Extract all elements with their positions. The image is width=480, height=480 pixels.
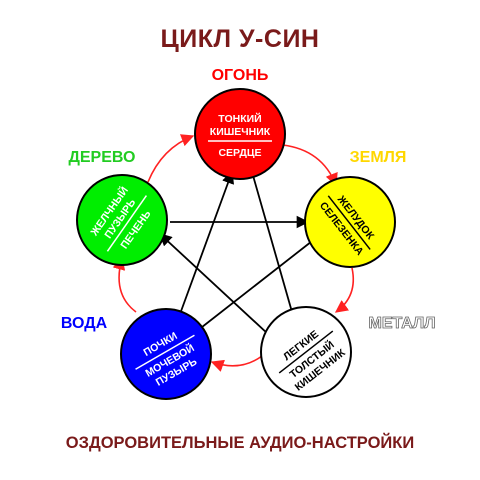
controlling-cycle-arrows [159, 170, 317, 339]
arrow-fire-to-metal [251, 171, 299, 328]
arrow-earth-to-metal [334, 267, 355, 313]
element-wood: ДЕРЕВО ЖЕЛЧНЫЙ ПУЗЫРЬ ПЕЧЕНЬ [68, 149, 168, 266]
element-label-water: ВОДА [61, 315, 108, 332]
element-fire: ОГОНЬ ТОНКИЙ КИШЕЧНИК СЕРДЦЕ [194, 67, 286, 180]
page-title: ЦИКЛ У-СИН [161, 25, 320, 53]
circle-earth [304, 176, 396, 268]
element-water: ВОДА ПОЧКИ МОЧЕВОЙ ПУЗЫРЬ [61, 308, 212, 400]
arrow-water-to-wood [112, 256, 137, 313]
arrow-earth-to-water [187, 237, 317, 339]
organ-fire-bottom-1: СЕРДЦЕ [218, 147, 261, 159]
arrow-metal-to-wood [159, 233, 269, 335]
element-label-earth: ЗЕМЛЯ [350, 149, 407, 166]
organ-fire-top-2: КИШЕЧНИК [210, 126, 271, 138]
arrow-fire-to-earth [282, 144, 338, 187]
organ-divider-water [135, 334, 195, 370]
circle-water [120, 308, 212, 400]
arrow-metal-to-water [210, 355, 263, 372]
organ-fire-top-1: ТОНКИЙ [218, 112, 261, 125]
element-label-fire: ОГОНЬ [212, 67, 269, 84]
page-footer: ОЗДОРОВИТЕЛЬНЫЕ АУДИО-НАСТРОЙКИ [66, 433, 414, 452]
arrow-water-to-fire [179, 170, 235, 315]
element-label-metal: МЕТАЛЛ [369, 315, 436, 332]
element-label-wood: ДЕРЕВО [68, 149, 135, 166]
arrow-wood-to-fire [147, 134, 195, 183]
element-earth: ЗЕМЛЯ ЖЕЛУДОК СЕЛЕЗЕНКА [304, 149, 407, 268]
circle-fire [194, 88, 286, 180]
organ-divider-metal [278, 330, 334, 374]
organ-divider-wood [106, 195, 148, 252]
organ-divider-earth [327, 195, 371, 250]
element-metal: МЕТАЛЛ ЛЕГКИЕ ТОЛСТЫЙ КИШЕЧНИК [260, 306, 436, 398]
